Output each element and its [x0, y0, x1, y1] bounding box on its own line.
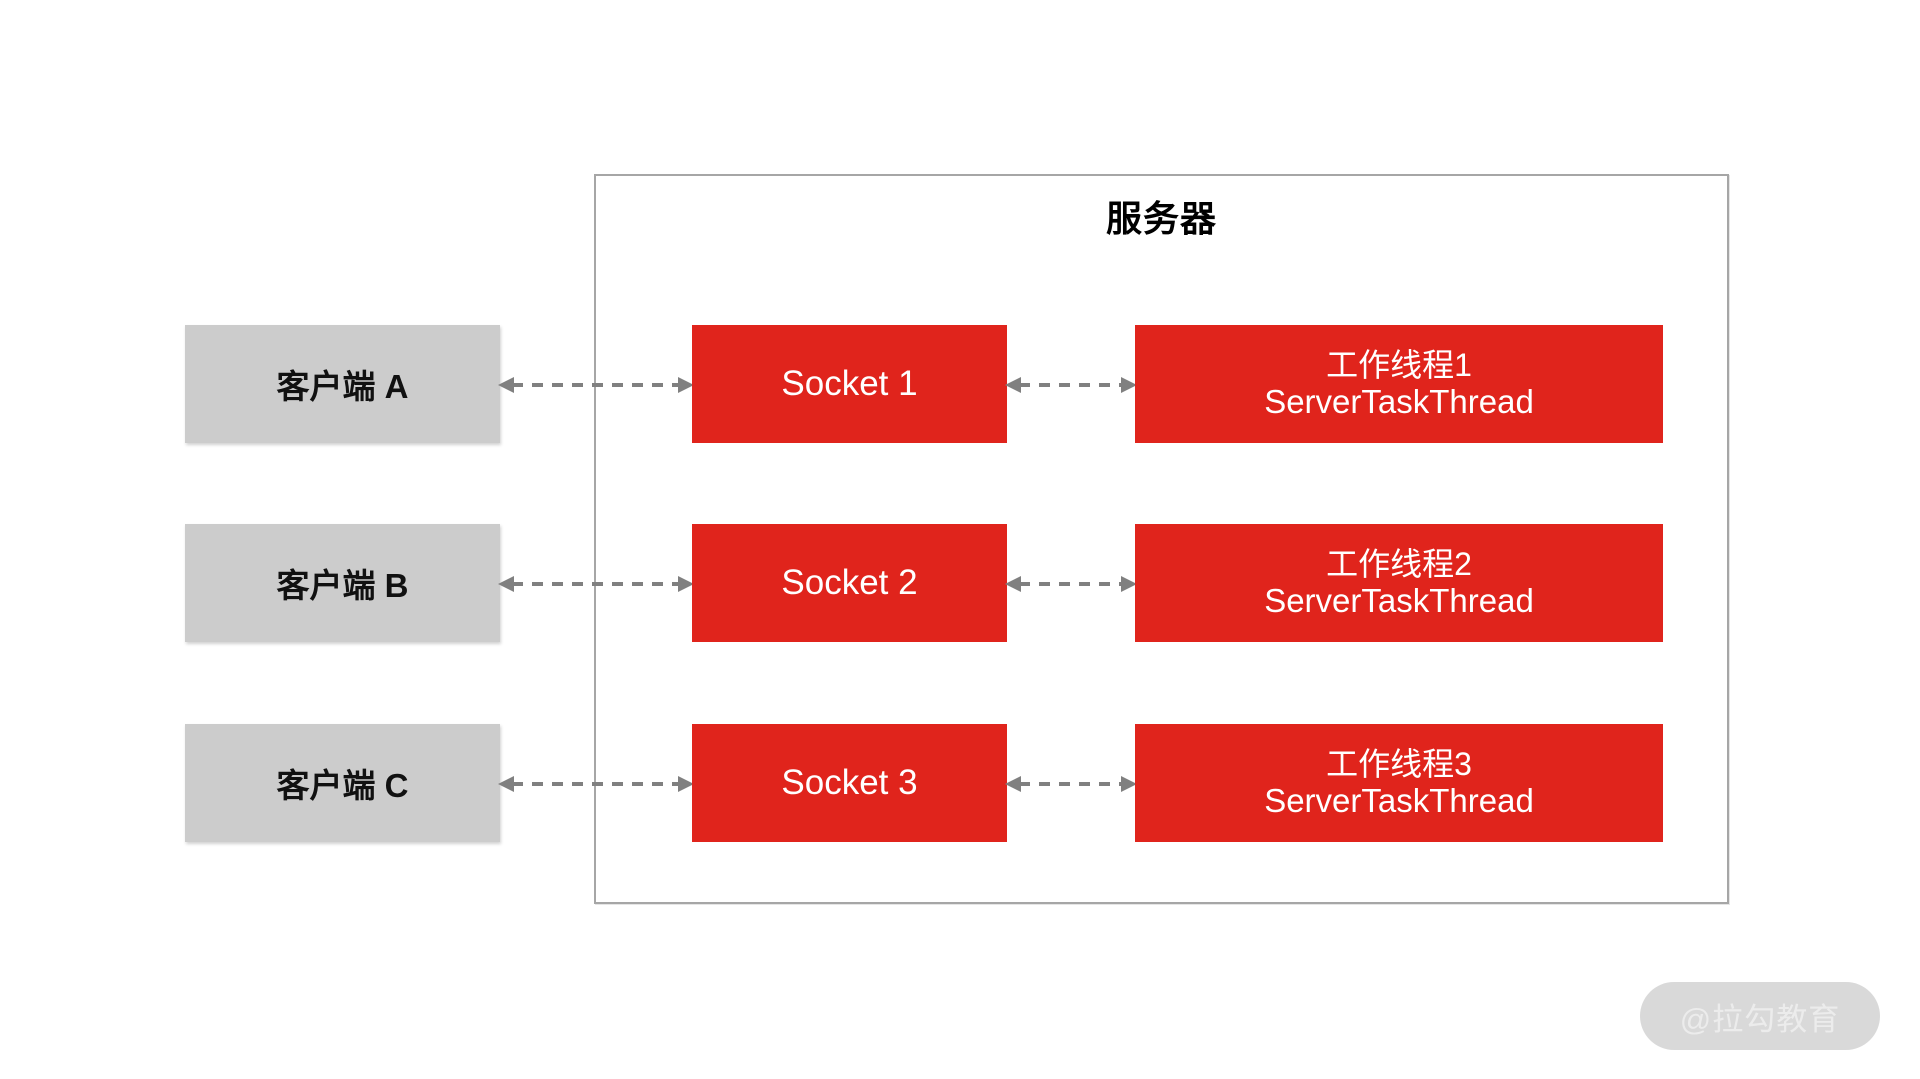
client-box-a[interactable]: 客户端 A	[185, 325, 500, 443]
socket-box-2[interactable]: Socket 2	[692, 524, 1007, 642]
socket-label: Socket 3	[781, 763, 918, 802]
worker-thread-class: ServerTaskThread	[1264, 383, 1534, 421]
worker-thread-box-1[interactable]: 工作线程1 ServerTaskThread	[1135, 325, 1663, 443]
client-box-c[interactable]: 客户端 C	[185, 724, 500, 842]
connection-row: 客户端 C Socket 3 工作线程3 ServerTaskThread	[0, 724, 1920, 846]
socket-label: Socket 1	[781, 364, 918, 403]
arrow-socket-worker-1	[1005, 374, 1137, 396]
server-title: 服务器	[1105, 198, 1217, 239]
socket-box-3[interactable]: Socket 3	[692, 724, 1007, 842]
arrow-socket-worker-2	[1005, 573, 1137, 595]
client-label: 客户端 A	[276, 368, 409, 405]
worker-thread-class: ServerTaskThread	[1264, 782, 1534, 820]
worker-thread-title: 工作线程2	[1326, 545, 1472, 582]
socket-label: Socket 2	[781, 563, 918, 602]
arrow-client-socket-2	[498, 573, 694, 595]
worker-thread-title: 工作线程3	[1326, 745, 1472, 782]
connection-row: 客户端 B Socket 2 工作线程2 ServerTaskThread	[0, 524, 1920, 646]
arrow-client-socket-1	[498, 374, 694, 396]
worker-thread-box-2[interactable]: 工作线程2 ServerTaskThread	[1135, 524, 1663, 642]
client-label: 客户端 C	[276, 767, 409, 804]
connection-row: 客户端 A Socket 1 工作线程1 ServerTaskThread	[0, 325, 1920, 447]
watermark-text: @拉勾教育	[1679, 1001, 1841, 1037]
worker-thread-title: 工作线程1	[1326, 346, 1472, 383]
arrow-socket-worker-3	[1005, 773, 1137, 795]
client-box-b[interactable]: 客户端 B	[185, 524, 500, 642]
worker-thread-class: ServerTaskThread	[1264, 582, 1534, 620]
client-label: 客户端 B	[276, 567, 409, 604]
arrow-client-socket-3	[498, 773, 694, 795]
watermark-badge: @拉勾教育	[1640, 982, 1880, 1050]
worker-thread-box-3[interactable]: 工作线程3 ServerTaskThread	[1135, 724, 1663, 842]
socket-box-1[interactable]: Socket 1	[692, 325, 1007, 443]
